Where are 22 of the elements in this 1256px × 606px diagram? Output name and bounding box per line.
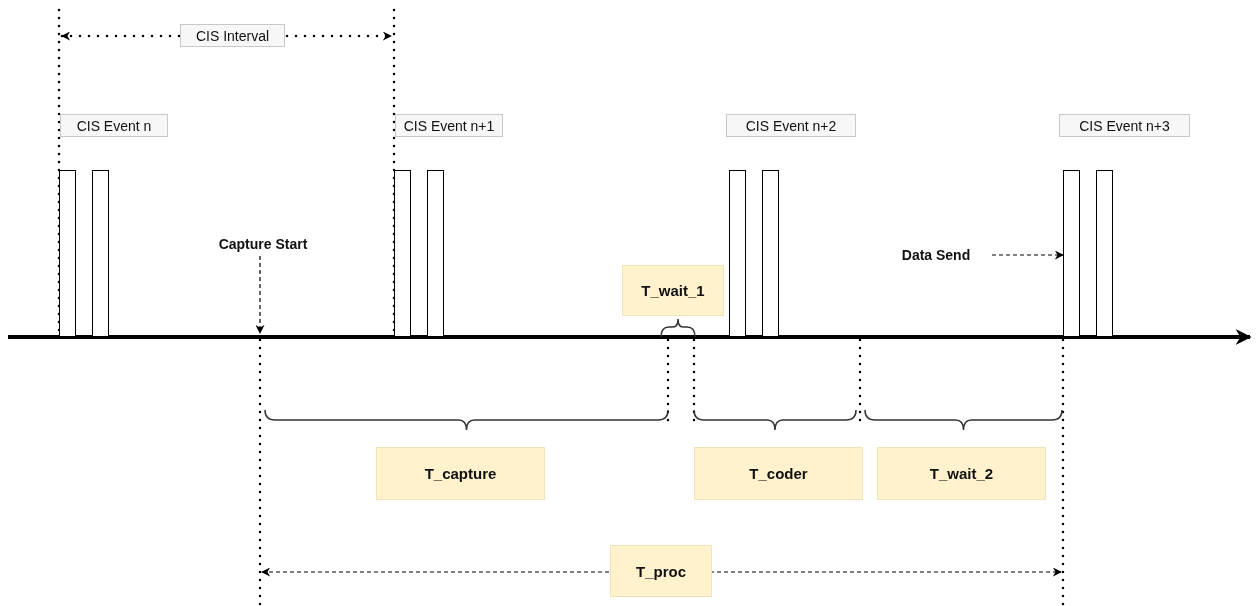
pulse-bar: [762, 170, 779, 337]
duration-box: T_capture: [376, 447, 545, 500]
pulse-bar: [729, 170, 746, 337]
event-label-box: CIS Event n+1: [395, 114, 503, 137]
event-label-box: CIS Event n+3: [1059, 114, 1190, 137]
duration-box: T_wait_1: [622, 265, 724, 316]
annotation-text: Capture Start: [218, 236, 308, 252]
pulse-bar: [1096, 170, 1113, 337]
duration-box: T_coder: [694, 447, 863, 500]
duration-box: T_wait_2: [877, 447, 1046, 500]
arrow: [255, 255, 265, 334]
pulse-bar: [394, 170, 411, 337]
event-label-box: CIS Event n: [60, 114, 168, 137]
arrow: [991, 250, 1064, 260]
interval-label-box: CIS Interval: [180, 24, 285, 47]
annotation-text: Data Send: [901, 247, 971, 263]
pulse-bar: [92, 170, 109, 337]
duration-box: T_proc: [610, 545, 712, 597]
pulse-bar: [59, 170, 76, 337]
pulse-bar: [427, 170, 444, 337]
event-label-box: CIS Event n+2: [726, 114, 856, 137]
pulse-bar: [1063, 170, 1080, 337]
